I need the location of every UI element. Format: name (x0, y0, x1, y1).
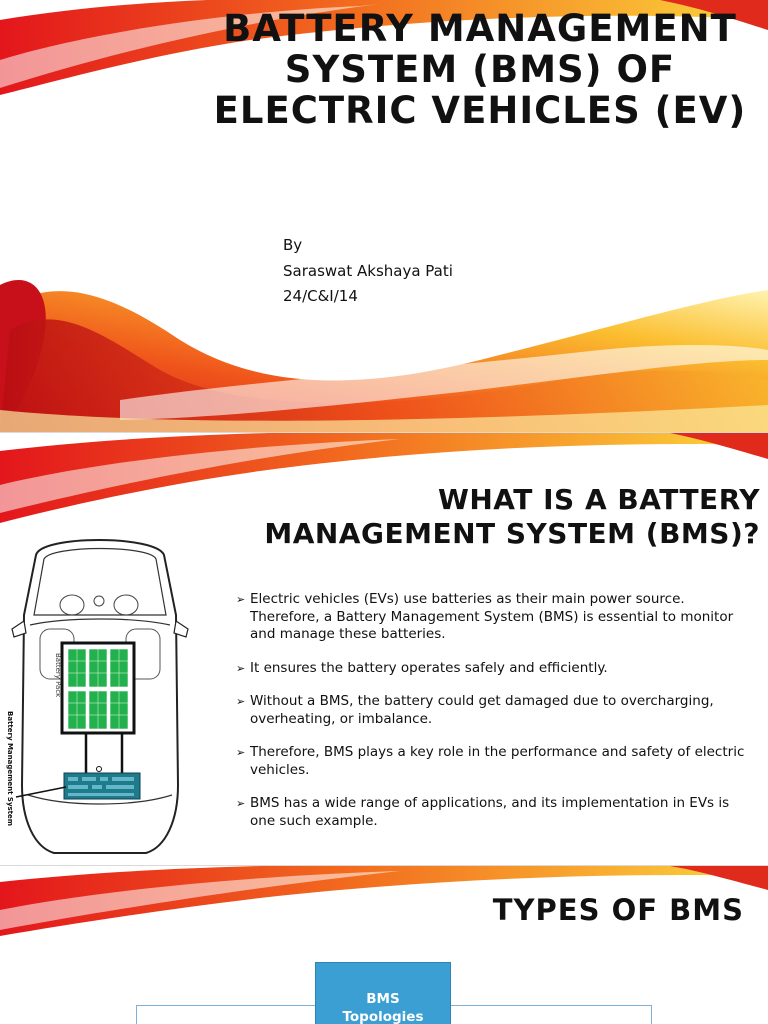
bms-label: Battery Management System (6, 711, 14, 826)
bullet-list: ➢ Electric vehicles (EVs) use batteries a… (236, 591, 756, 846)
byline-author-name: Saraswat Akshaya Pati (283, 261, 453, 280)
arrowhead-bullet-icon: ➢ (236, 695, 246, 708)
swoosh-decoration-header (0, 433, 768, 523)
bullet-text: BMS has a wide range of applications, an… (250, 795, 730, 829)
arrowhead-bullet-icon: ➢ (236, 797, 246, 810)
list-item: ➢ It ensures the battery operates safely … (236, 660, 756, 678)
types-of-bms-slide: TYPES OF BMS BMS Topologies (0, 866, 768, 1024)
list-item: ➢ Electric vehicles (EVs) use batteries a… (236, 591, 756, 644)
slide-title: TYPES OF BMS (492, 893, 744, 927)
car-battery-diagram: Battery Pack Battery Management System (6, 539, 189, 854)
battery-pack-label: Battery Pack (54, 653, 62, 698)
swoosh-decoration-header (0, 866, 768, 936)
arrowhead-bullet-icon: ➢ (236, 661, 246, 675)
bullet-text: Without a BMS, the battery could get dam… (250, 693, 714, 727)
bullet-text: It ensures the battery operates safely a… (250, 659, 608, 676)
slide-title: WHAT IS A BATTERY MANAGEMENT SYSTEM (BMS… (264, 483, 760, 550)
arrowhead-bullet-icon: ➢ (236, 746, 246, 759)
swoosh-decoration-top (0, 0, 768, 432)
bullet-text: Therefore, BMS plays a key role in the p… (250, 744, 745, 778)
list-item: ➢ Therefore, BMS plays a key role in the … (236, 744, 756, 779)
list-item: ➢ Without a BMS, the battery could get da… (236, 693, 756, 728)
byline-roll-number: 24/C&I/14 (283, 287, 358, 305)
bms-topologies-node: BMS Topologies (315, 962, 451, 1024)
what-is-bms-slide: WHAT IS A BATTERY MANAGEMENT SYSTEM (BMS… (0, 433, 768, 865)
author-block: By Saraswat Akshaya Pati 24/C&I/14 (283, 233, 453, 310)
presentation-title: BATTERY MANAGEMENT SYSTEM (BMS) OF ELECT… (213, 7, 747, 132)
byline-by: By (283, 236, 303, 254)
arrowhead-bullet-icon: ➢ (236, 593, 246, 606)
bullet-text: Electric vehicles (EVs) use batteries as… (250, 591, 734, 642)
list-item: ➢ BMS has a wide range of applications, a… (236, 795, 756, 830)
title-slide: BATTERY MANAGEMENT SYSTEM (BMS) OF ELECT… (0, 0, 768, 432)
